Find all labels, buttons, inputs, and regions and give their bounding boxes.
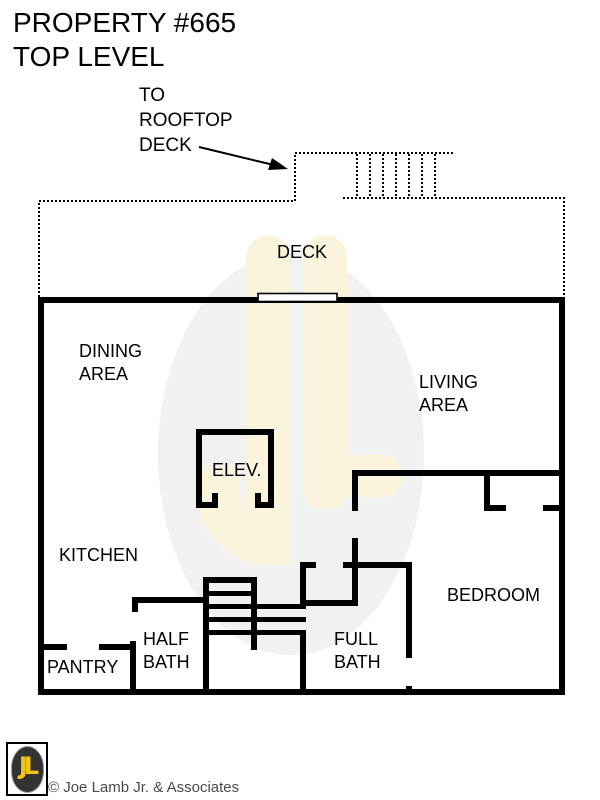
room-label-half-bath-line1: HALF [143,629,190,649]
room-label-half-bath-line2: BATH [143,652,190,672]
room-label-full-bath-line2: BATH [334,652,381,672]
wall-hall-upper [352,470,358,511]
rooftop-annotation-line2: ROOFTOP [139,110,233,131]
deck-outline [38,152,565,297]
halfbath-wall-top [132,597,209,603]
room-label-elevator: ELEV. [212,460,262,480]
room-label-dining: DINING AREA [79,340,142,386]
deck-door-window [257,292,338,303]
copyright-text: © Joe Lamb Jr. & Associates [48,779,240,796]
elevator-walls [196,429,274,508]
stair-wall-right-lower [300,630,306,695]
room-label-kitchen: KITCHEN [59,545,139,565]
room-label-pantry: PANTRY [47,657,119,677]
rooftop-stairs-treads [356,154,436,197]
hall-wall-stub [303,562,316,568]
room-label-dining-line1: DINING [79,341,142,361]
room-label-full-bath: FULL BATH [334,628,381,674]
rooftop-annotation: TO ROOFTOP DECK [139,83,233,158]
fullbath-door-stub [406,686,412,695]
room-label-living: LIVING AREA [419,371,478,417]
elevator-door-jamb-right [255,493,261,508]
room-label-half-bath: HALF BATH [143,628,190,674]
fullbath-wall-top [343,562,412,568]
room-label-living-line1: LIVING [419,372,479,392]
deck-outline-left [38,152,453,297]
room-label-full-bath-line1: FULL [334,629,379,649]
elevator-wall-left [196,429,202,508]
title-line1: PROPERTY #665 [13,7,237,38]
wall-left [38,297,44,695]
stair-wall-right-upper [300,562,306,606]
wall-living-bedroom [352,470,565,476]
wall-right [559,297,565,695]
wall-hall-lower [352,538,358,606]
closet-wall-bottom-left [484,505,506,511]
stair-stringer [251,577,257,650]
room-label-living-line2: AREA [419,395,469,415]
stair-wall-left [203,577,209,695]
closet-wall-left [484,470,490,511]
fullbath-wall-right [406,562,412,658]
rooftop-arrow [198,146,288,170]
stair-tread [205,591,257,596]
interior-walls [38,470,565,695]
halfbath-wall-left [130,641,136,695]
company-logo-oval [11,746,44,793]
title-line2: TOP LEVEL [13,41,165,72]
room-label-dining-line2: AREA [79,364,129,384]
closet-wall-bottom-right [543,505,565,511]
stair-tread [205,617,306,622]
elevator-door-jamb-left [212,493,218,508]
room-label-deck: DECK [277,242,328,262]
stair-tread [205,604,306,609]
halfbath-door-jamb [132,597,138,612]
pantry-wall-top-right [99,644,136,650]
rooftop-arrow-head [268,158,288,170]
fullbath-wall-inner [300,600,358,606]
deck-outline-right [343,197,565,297]
elevator-wall-right [268,429,274,508]
elevator-wall-bottom-left [196,502,218,508]
pantry-wall-top-left [38,644,67,650]
rooftop-arrow-line [198,146,279,167]
stair-wall-top [203,577,257,583]
room-label-bedroom: BEDROOM [447,585,541,605]
rooftop-annotation-line1: TO [139,85,166,106]
rooftop-annotation-line3: DECK [139,135,192,156]
elevator-wall-bottom-right [255,502,274,508]
elevator-wall-top [196,429,274,435]
page-title: PROPERTY #665 TOP LEVEL [13,6,236,74]
company-logo-letters: JL [18,752,39,780]
stair-tread [205,630,306,635]
company-logo: JL [6,742,48,796]
watermark-circle [158,253,424,655]
